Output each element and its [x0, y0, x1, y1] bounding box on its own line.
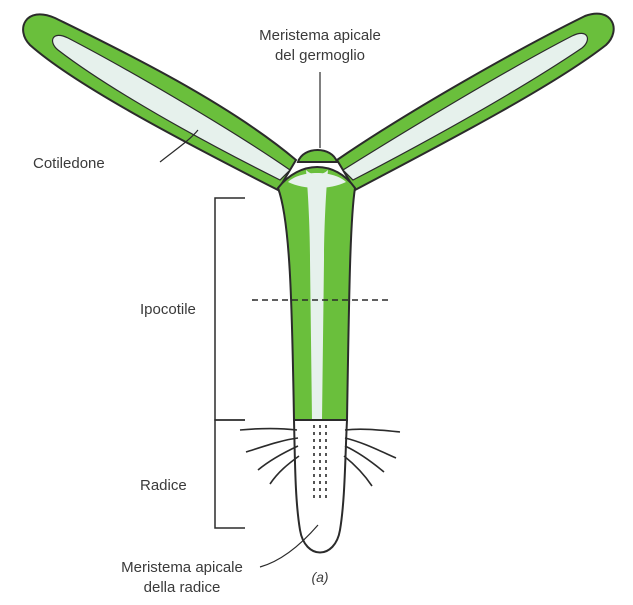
root-bracket: [215, 420, 245, 528]
root-meristem-label-line1: Meristema apicale: [121, 559, 243, 576]
root-label: Radice: [140, 477, 187, 494]
hypocotyl-label: Ipocotile: [140, 301, 196, 318]
panel-label: (a): [311, 569, 328, 585]
root-hairs-left: [240, 429, 299, 485]
shoot-meristem-label-line2: del germoglio: [275, 47, 365, 64]
hypocotyl-bracket: [215, 198, 245, 420]
cotyledon-label: Cotiledone: [33, 155, 105, 172]
root-meristem-label-line2: della radice: [144, 579, 221, 596]
root-hairs-right: [344, 429, 400, 486]
shoot-apex: [298, 150, 337, 162]
shoot-meristem-label-line1: Meristema apicale: [259, 27, 381, 44]
